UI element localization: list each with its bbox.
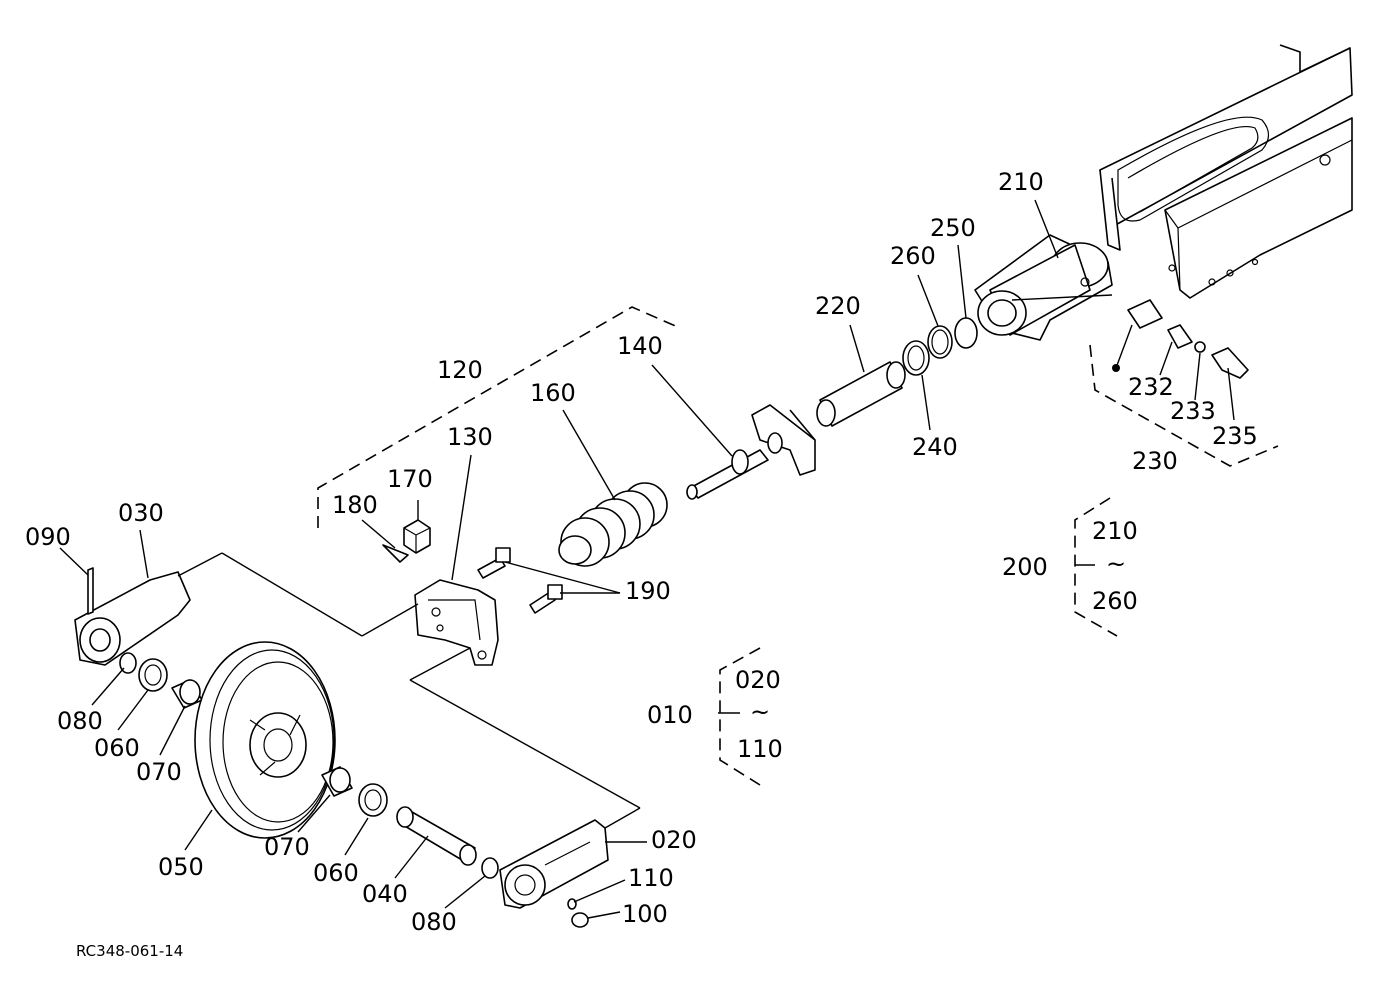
label-240: 240 bbox=[912, 433, 958, 461]
label-235: 235 bbox=[1212, 422, 1258, 450]
part-090-pin bbox=[87, 567, 94, 615]
part-100-clip bbox=[571, 912, 589, 928]
label-180: 180 bbox=[332, 491, 378, 519]
track-frame bbox=[1099, 44, 1353, 299]
label-260-range: 260 bbox=[1092, 587, 1138, 615]
label-090: 090 bbox=[25, 523, 71, 551]
part-220-rod bbox=[816, 361, 906, 427]
part-180-pin bbox=[382, 544, 409, 563]
label-110-range: 110 bbox=[737, 735, 783, 763]
label-210-range: 210 bbox=[1092, 517, 1138, 545]
label-070-b: 070 bbox=[264, 833, 310, 861]
label-160: 160 bbox=[530, 379, 576, 407]
part-labels: 210 250 260 220 240 140 120 160 130 170 … bbox=[25, 168, 1258, 960]
label-210: 210 bbox=[998, 168, 1044, 196]
label-020-range: 020 bbox=[735, 666, 781, 694]
part-040-shaft bbox=[396, 806, 477, 866]
part-060-seal-b bbox=[358, 783, 388, 817]
part-250-oring bbox=[954, 317, 978, 349]
part-170-nut bbox=[403, 519, 431, 554]
part-020-arm bbox=[499, 819, 609, 909]
label-170: 170 bbox=[387, 465, 433, 493]
label-200: 200 bbox=[1002, 553, 1048, 581]
label-130: 130 bbox=[447, 423, 493, 451]
label-220: 220 bbox=[815, 292, 861, 320]
part-230-grease-valve bbox=[1112, 299, 1249, 379]
part-030-arm bbox=[74, 571, 191, 666]
part-070-bushing bbox=[171, 679, 203, 709]
part-070-bushing-b bbox=[321, 766, 353, 797]
part-160-spring bbox=[558, 482, 668, 567]
label-190: 190 bbox=[625, 577, 671, 605]
part-210-cylinder bbox=[974, 234, 1113, 341]
label-030: 030 bbox=[118, 499, 164, 527]
label-060: 060 bbox=[94, 734, 140, 762]
label-260: 260 bbox=[890, 242, 936, 270]
label-120: 120 bbox=[437, 356, 483, 384]
label-060-b: 060 bbox=[313, 859, 359, 887]
part-240-seal bbox=[902, 340, 930, 376]
label-230: 230 bbox=[1132, 447, 1178, 475]
label-range-tilde-2: ~ bbox=[750, 698, 770, 726]
part-080-oring-b bbox=[481, 857, 499, 879]
label-080-b: 080 bbox=[411, 908, 457, 936]
group-brackets bbox=[317, 306, 1279, 786]
label-050: 050 bbox=[158, 853, 204, 881]
label-range-tilde-1: ~ bbox=[1106, 550, 1126, 578]
label-100: 100 bbox=[622, 900, 668, 928]
label-080: 080 bbox=[57, 707, 103, 735]
label-110: 110 bbox=[628, 864, 674, 892]
part-060-seal bbox=[138, 658, 168, 692]
part-110-pin bbox=[567, 898, 577, 910]
part-050-idler-wheel bbox=[194, 641, 336, 839]
label-070: 070 bbox=[136, 758, 182, 786]
label-140: 140 bbox=[617, 332, 663, 360]
leader-lines bbox=[59, 199, 1235, 919]
drawing-code: RC348-061-14 bbox=[76, 942, 183, 960]
label-040: 040 bbox=[362, 880, 408, 908]
label-250: 250 bbox=[930, 214, 976, 242]
part-140-yoke bbox=[686, 404, 816, 500]
label-233: 233 bbox=[1170, 397, 1216, 425]
label-232: 232 bbox=[1128, 373, 1174, 401]
label-010: 010 bbox=[647, 701, 693, 729]
part-190-bolts bbox=[477, 547, 563, 614]
label-020: 020 bbox=[651, 826, 697, 854]
part-130-bracket bbox=[414, 579, 499, 666]
